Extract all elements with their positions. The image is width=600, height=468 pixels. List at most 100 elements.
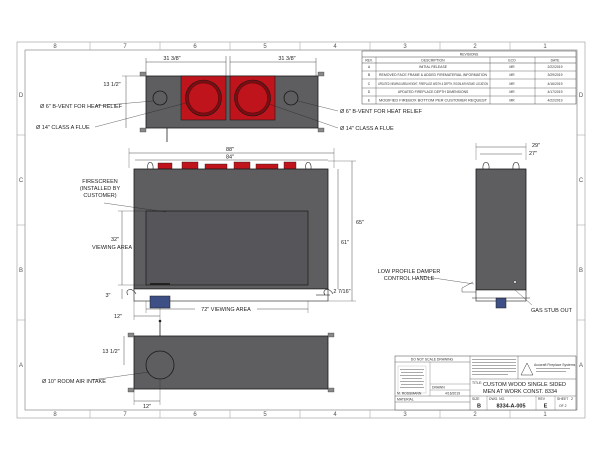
drawn-date: 4/16/2019 (445, 392, 460, 396)
svg-text:4/17/2019: 4/17/2019 (547, 90, 562, 94)
zone-row-right: A (579, 363, 583, 369)
zone-col-top: 2 (473, 44, 477, 50)
svg-text:INITIAL RELEASE: INITIAL RELEASE (419, 65, 448, 69)
dim-side-outer: 29" (532, 143, 540, 149)
front-view: 88" 84" FIRESCREEN (INSTALLED BY CUSTOME… (80, 147, 364, 320)
zone-col-bottom: 2 (473, 412, 477, 418)
svg-text:2/22/2019: 2/22/2019 (547, 65, 562, 69)
label-damper: LOW PROFILE DAMPER (378, 269, 441, 275)
zone-row-right: B (579, 268, 583, 274)
zone-col-bottom: 4 (333, 412, 337, 418)
damper-handle (461, 281, 476, 293)
drawing-title-2: MEN AT WORK CONST. 8334 (483, 389, 557, 395)
svg-text:4/22/2019: 4/22/2019 (547, 99, 562, 103)
zone-row-right: D (579, 93, 584, 99)
company-name: Acucraft Fireplace Systems (534, 363, 576, 367)
sheet-outer-border (16, 41, 586, 419)
revision-row: C UPDATED VIEWING AREA HEIGHT, FIREPLACE… (368, 82, 563, 86)
zone-col-top: 4 (333, 44, 337, 50)
dim-overall-width: 88" (226, 147, 234, 153)
zone-col-bottom: 3 (403, 412, 407, 418)
zone-col-top: 8 (53, 44, 57, 50)
dim-overall-height: 65" (356, 220, 364, 226)
zone-ticks (17, 42, 585, 418)
room-air-intake (145, 350, 175, 380)
svg-text:3/29/2019: 3/29/2019 (547, 73, 562, 77)
label-damper: CONTROL HANDLE (384, 276, 435, 282)
material-label: MATERIAL (397, 398, 414, 402)
drawn-by: M. ROSSMANN (397, 392, 422, 396)
revisions-header: DATE (551, 59, 561, 63)
label-room-air-intake: Ø 10" ROOM AIR INTAKE (42, 379, 106, 385)
label-firescreen: (INSTALLED BY (80, 186, 121, 192)
title-label: TITLE: (472, 381, 482, 385)
zone-row-left: A (19, 363, 23, 369)
zone-col-top: 6 (193, 44, 197, 50)
air-intake-front (149, 295, 171, 309)
dim-bottom-offset: 3" (105, 293, 110, 299)
zone-labels: 8 7 6 5 4 3 2 1 8 7 6 5 4 3 2 1 D C B A … (19, 44, 584, 418)
revisions-title: REVISIONS (460, 53, 479, 57)
dim-intake-offset: 12" (114, 314, 122, 320)
dim-top-left: 31 3/8" (163, 56, 180, 62)
label-b-vent-right: Ø 6" B-VENT FOR HEAT RELIEF (340, 109, 423, 115)
svg-text:UPDATED VIEWING AREA HEIGHT, F: UPDATED VIEWING AREA HEIGHT, FIREPLACE W… (378, 82, 488, 86)
dim-viewing-height: 32" (111, 237, 119, 243)
sheet-number: 2 (571, 397, 573, 401)
svg-text:UPDATED FIREPLACE DEPTH DIMENS: UPDATED FIREPLACE DEPTH DIMENSIONS (398, 90, 469, 94)
revision-row: D UPDATED FIREPLACE DEPTH DIMENSIONS MR … (368, 90, 563, 94)
side-view: 29" 27" LOW PROFILE DAMPER CONTROL HANDL… (378, 143, 573, 314)
zone-row-left: C (19, 178, 24, 184)
zone-col-bottom: 1 (543, 412, 547, 418)
zone-col-bottom: 8 (53, 412, 57, 418)
label-b-vent-left: Ø 6" B-VENT FOR HEAT RELIEF (40, 104, 123, 110)
size-value: B (477, 404, 481, 410)
sheet-label: SHEET (557, 397, 568, 401)
zone-row-left: B (19, 268, 23, 274)
zone-col-bottom: 6 (193, 412, 197, 418)
gas-stub-icon (513, 280, 517, 284)
label-firescreen: FIRESCREEN (82, 179, 117, 185)
drawing-title-1: CUSTOM WOOD SINGLE SIDED (483, 382, 566, 388)
size-label: SIZE (472, 397, 480, 401)
svg-text:C: C (368, 82, 371, 86)
svg-text:4/16/2019: 4/16/2019 (547, 82, 562, 86)
zone-col-top: 5 (263, 44, 267, 50)
rev-value: E (544, 404, 548, 410)
svg-text:MR: MR (509, 73, 515, 77)
svg-text:MR: MR (509, 99, 515, 103)
label-firescreen: CUSTOMER) (83, 193, 116, 199)
drawn-label: DRAWN (432, 386, 445, 390)
revisions-table: REVISIONS REV. DESCRIPTION ECO DATE A IN… (361, 50, 577, 105)
sheet-inner-border (24, 49, 578, 411)
svg-text:MR: MR (509, 65, 515, 69)
sheet-of: OF 2 (559, 404, 567, 408)
label-flue-left: Ø 14" CLASS A FLUE (36, 125, 90, 131)
dim-inner-width: 84" (226, 155, 234, 161)
revision-row: E MODIFIED FIREBOX BOTTOM PER CUSTOMER R… (368, 99, 563, 103)
svg-text:B: B (368, 73, 371, 77)
dim-top-right: 31 3/8" (278, 56, 295, 62)
svg-text:MODIFIED FIREBOX BOTTOM PER CU: MODIFIED FIREBOX BOTTOM PER CUSTOMER REQ… (379, 99, 487, 103)
revisions-header: DESCRIPTION (421, 59, 445, 63)
label-gas-stub: GAS STUB OUT (531, 308, 573, 314)
zone-row-right: C (579, 178, 584, 184)
svg-text:MR: MR (509, 90, 515, 94)
side-view-body (475, 168, 527, 291)
bottom-view: 13 1/2" 12" Ø 10" ROOM AIR INTAKE (42, 319, 335, 410)
svg-text:A: A (368, 65, 371, 69)
dim-bottom-offset: 12" (143, 404, 151, 410)
title-block: DO NOT SCALE DRAWING DRAWN M. ROSSMANN 4… (394, 355, 577, 411)
drawing-number: 8334-A-005 (496, 404, 525, 410)
dim-side-inner: 27" (529, 151, 537, 157)
dwg-label: DWG. NO. (489, 397, 505, 401)
rev-label: REV (538, 397, 546, 401)
label-viewing-area-height: VIEWING AREA (92, 245, 132, 251)
company-logo-icon (520, 362, 534, 376)
revision-row: A INITIAL RELEASE MR 2/22/2019 (368, 65, 563, 69)
b-vent-left (152, 90, 168, 106)
b-vent-right (283, 90, 299, 106)
zone-col-top: 7 (123, 44, 127, 50)
